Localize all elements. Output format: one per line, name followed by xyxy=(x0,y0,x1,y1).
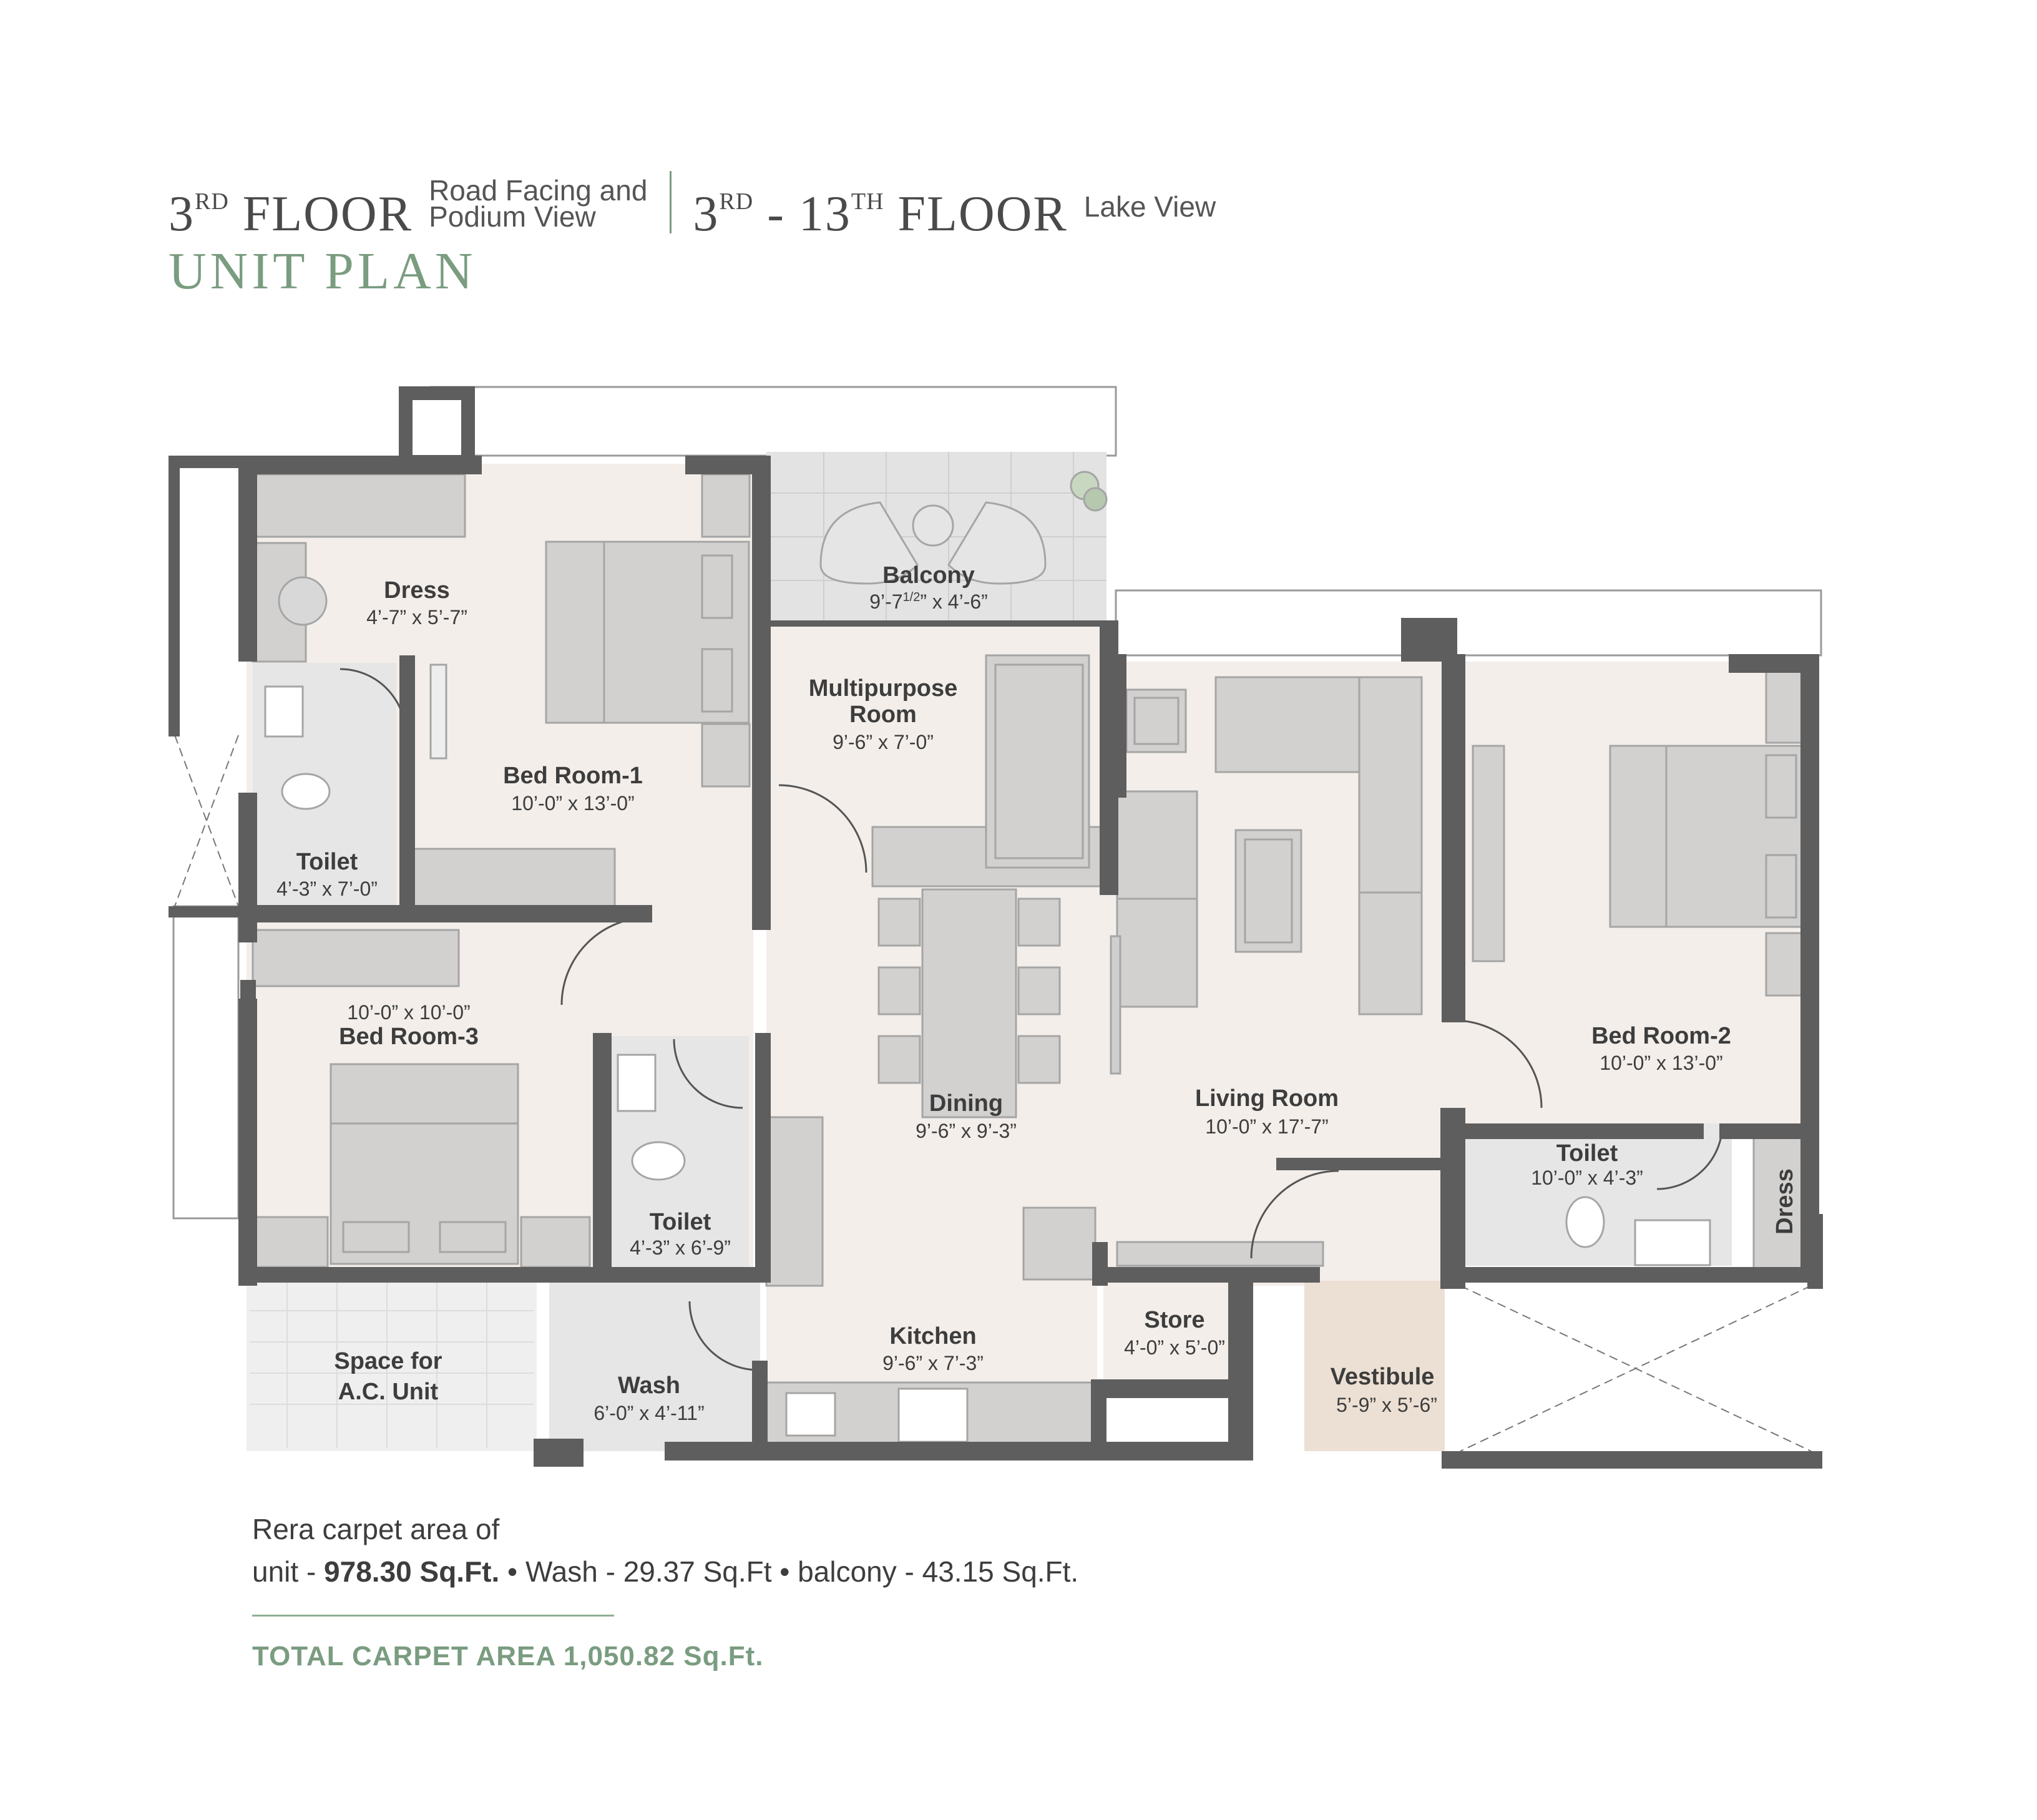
header-divider xyxy=(670,171,672,233)
bedroom3-wardrobe xyxy=(252,929,460,987)
kitchen-hob xyxy=(897,1387,969,1443)
floor-areas xyxy=(247,452,1814,1451)
label-balcony: Balcony xyxy=(882,562,975,589)
dims-dress: 4’-7” x 5’-7” xyxy=(366,606,467,629)
coffee-table xyxy=(1234,829,1302,953)
kitchen-sink xyxy=(785,1392,836,1437)
label-toilet-1: Toilet xyxy=(296,849,358,875)
dims-vestibule: 5’-9” x 5’-6” xyxy=(1336,1394,1437,1416)
tv-unit xyxy=(1116,1241,1324,1267)
bedroom2-desk xyxy=(1472,745,1505,962)
label-store: Store xyxy=(1144,1307,1204,1333)
label-dining: Dining xyxy=(929,1090,1003,1117)
dims-store: 4’-0” x 5’-0” xyxy=(1124,1336,1225,1359)
right-view-label: Lake View xyxy=(1083,190,1216,223)
label-vestibule: Vestibule xyxy=(1331,1364,1435,1390)
dims-bedroom-1: 10’-0” x 13’-0” xyxy=(511,792,634,815)
furniture xyxy=(252,473,1812,1456)
rera-breakdown: unit - 978.30 Sq.Ft. • Wash - 29.37 Sq.F… xyxy=(252,1555,1079,1588)
dims-kitchen: 9’-6” x 7’-3” xyxy=(882,1352,984,1374)
kitchen-side-counter xyxy=(765,1116,824,1287)
dims-bedroom-2: 10’-0” x 13’-0” xyxy=(1600,1052,1722,1074)
total-carpet-area: TOTAL CARPET AREA 1,050.82 Sq.Ft. xyxy=(252,1641,764,1671)
multipurpose-bed xyxy=(985,654,1090,869)
dims-dining: 9’-6” x 9’-3” xyxy=(916,1120,1017,1142)
dims-living-room: 10’-0” x 17’-7” xyxy=(1205,1115,1328,1138)
balcony-furniture xyxy=(819,471,1108,585)
right-floor-title: 3RD - 13TH FLOOR xyxy=(693,187,1068,242)
fridge xyxy=(1022,1206,1097,1281)
dress-stool xyxy=(278,576,328,626)
dims-wash: 6’-0” x 4’-11” xyxy=(594,1402,704,1424)
bedroom1-desk xyxy=(411,848,616,912)
walls xyxy=(169,456,1823,1469)
label-bedroom-1: Bed Room-1 xyxy=(503,763,643,789)
label-bedroom-3: Bed Room-3 xyxy=(339,1024,479,1050)
label-dress-2: Dress xyxy=(1772,1168,1798,1235)
label-dress: Dress xyxy=(384,577,450,604)
label-wash: Wash xyxy=(618,1372,680,1399)
bedroom1-wardrobe xyxy=(252,473,466,538)
label-ac-space-2: A.C. Unit xyxy=(338,1379,439,1405)
dims-toilet-2: 10’-0” x 4’-3” xyxy=(1531,1167,1643,1189)
living-sectional-side xyxy=(1358,676,1423,1015)
voids xyxy=(174,735,1812,1452)
shaft xyxy=(399,386,475,469)
dims-balcony: 9’-71/2” x 4’-6” xyxy=(869,590,988,613)
label-toilet-3: Toilet xyxy=(650,1209,711,1235)
unit-plan-subtitle: UNIT PLAN xyxy=(169,242,477,300)
dims-multipurpose: 9’-6” x 7’-0” xyxy=(833,731,934,753)
label-kitchen: Kitchen xyxy=(889,1323,976,1349)
label-ac-space-1: Space for xyxy=(334,1348,442,1374)
dining-table xyxy=(921,888,1017,1118)
divider-rule xyxy=(252,1615,614,1617)
room-labels: Dress 4’-7” x 5’-7” Balcony 9’-71/2” x 4… xyxy=(276,562,1798,1424)
label-multipurpose-2: Room xyxy=(849,702,917,728)
dims-toilet-1: 4’-3” x 7’-0” xyxy=(276,878,378,900)
dims-bedroom-3: 10’-0” x 10’-0” xyxy=(347,1001,470,1024)
ac-space-grid xyxy=(250,1283,534,1448)
label-bedroom-2: Bed Room-2 xyxy=(1591,1023,1731,1049)
dims-toilet-3: 4’-3” x 6’-9” xyxy=(630,1236,731,1259)
label-multipurpose-1: Multipurpose xyxy=(809,675,958,702)
label-toilet-2: Toilet xyxy=(1556,1140,1618,1167)
side-table xyxy=(1125,688,1187,753)
rera-label: Rera carpet area of xyxy=(252,1513,500,1545)
label-living-room: Living Room xyxy=(1195,1085,1339,1112)
left-floor-title: 3RD FLOOR xyxy=(169,187,413,242)
